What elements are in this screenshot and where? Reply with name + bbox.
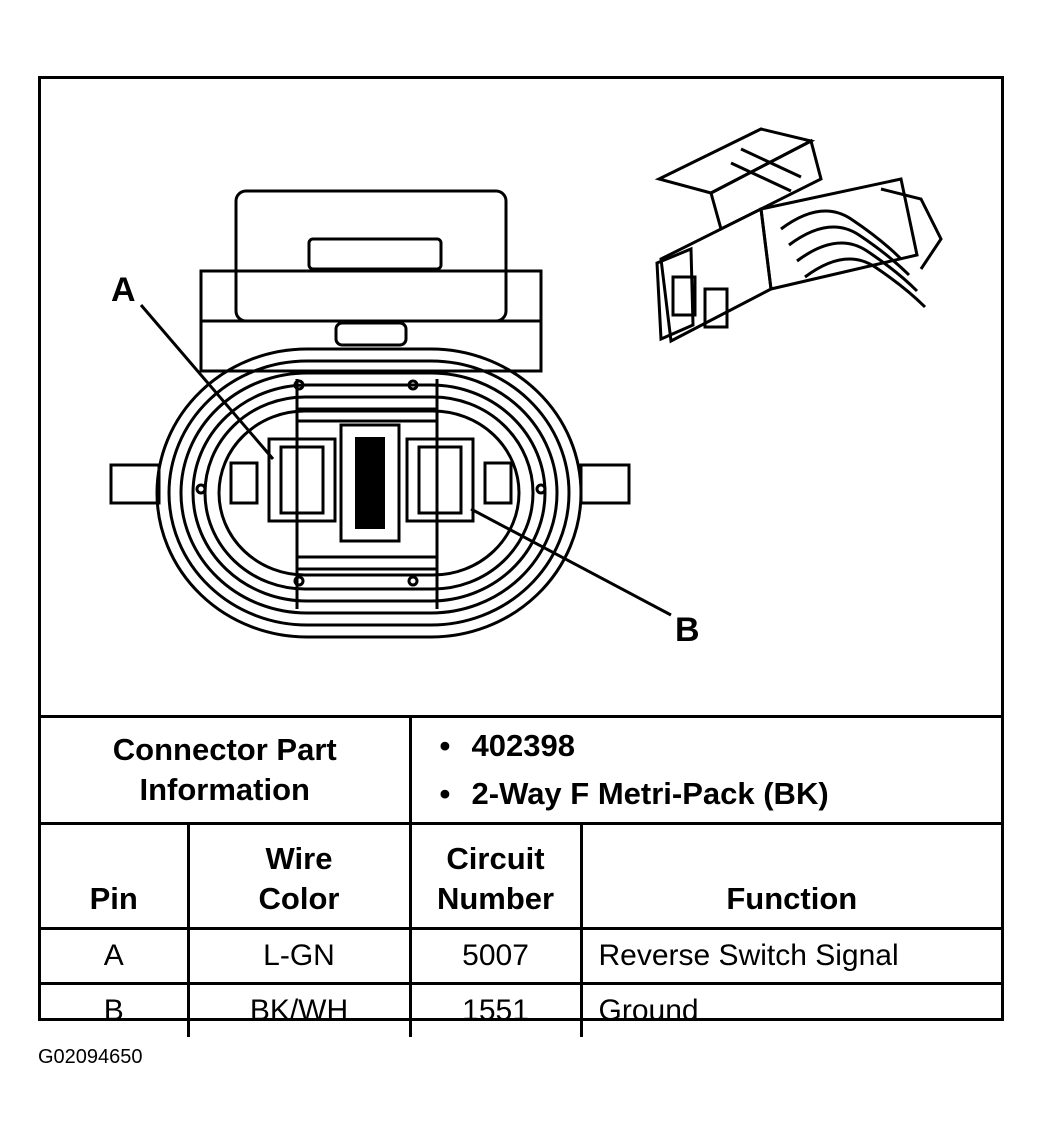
row-b-pin: B <box>41 982 190 1037</box>
connector-info-title-line1: Connector Part <box>112 732 337 767</box>
header-circuit-line1: Circuit <box>446 841 545 876</box>
header-circuit-number: Circuit Number <box>408 822 583 930</box>
pin-b-leader <box>470 507 672 617</box>
row-a-circuit: 5007 <box>408 927 583 985</box>
row-b-circuit: 1551 <box>408 982 583 1037</box>
row-a-wire-color: L-GN <box>186 927 412 985</box>
connector-drawing: A B <box>41 79 1001 715</box>
table-row: B BK/WH 1551 Ground <box>41 982 1002 1037</box>
connector-info-list: 402398 2-Way F Metri-Pack (BK) <box>408 715 1002 825</box>
header-wire-color: Wire Color <box>186 822 412 930</box>
row-b-wire-color: BK/WH <box>186 982 412 1037</box>
row-a-pin: A <box>41 927 190 985</box>
pin-b-label: B <box>675 611 700 649</box>
connector-type: 2-Way F Metri-Pack (BK) <box>440 770 1002 818</box>
row-b-function: Ground <box>579 982 1002 1037</box>
connector-info-title: Connector Part Information <box>41 715 412 825</box>
header-wire-color-line2: Color <box>258 881 340 916</box>
pin-a-label: A <box>111 271 136 309</box>
part-number: 402398 <box>440 722 1002 770</box>
header-function: Function <box>579 822 1002 930</box>
connector-iso-view <box>654 127 943 344</box>
figure-id: G02094650 <box>38 1046 143 1068</box>
header-wire-color-line1: Wire <box>265 841 333 876</box>
pin-a-leader <box>139 304 275 460</box>
header-pin: Pin <box>41 822 190 930</box>
connector-info-title-line2: Information <box>139 772 311 807</box>
row-a-function: Reverse Switch Signal <box>579 927 1002 985</box>
connector-table: Connector Part Information 402398 2-Way … <box>41 715 1002 1037</box>
header-circuit-line2: Number <box>436 881 555 916</box>
connector-face-view <box>109 189 631 639</box>
table-row: A L-GN 5007 Reverse Switch Signal <box>41 927 1002 985</box>
diagram-frame: A B <box>38 76 1004 1037</box>
